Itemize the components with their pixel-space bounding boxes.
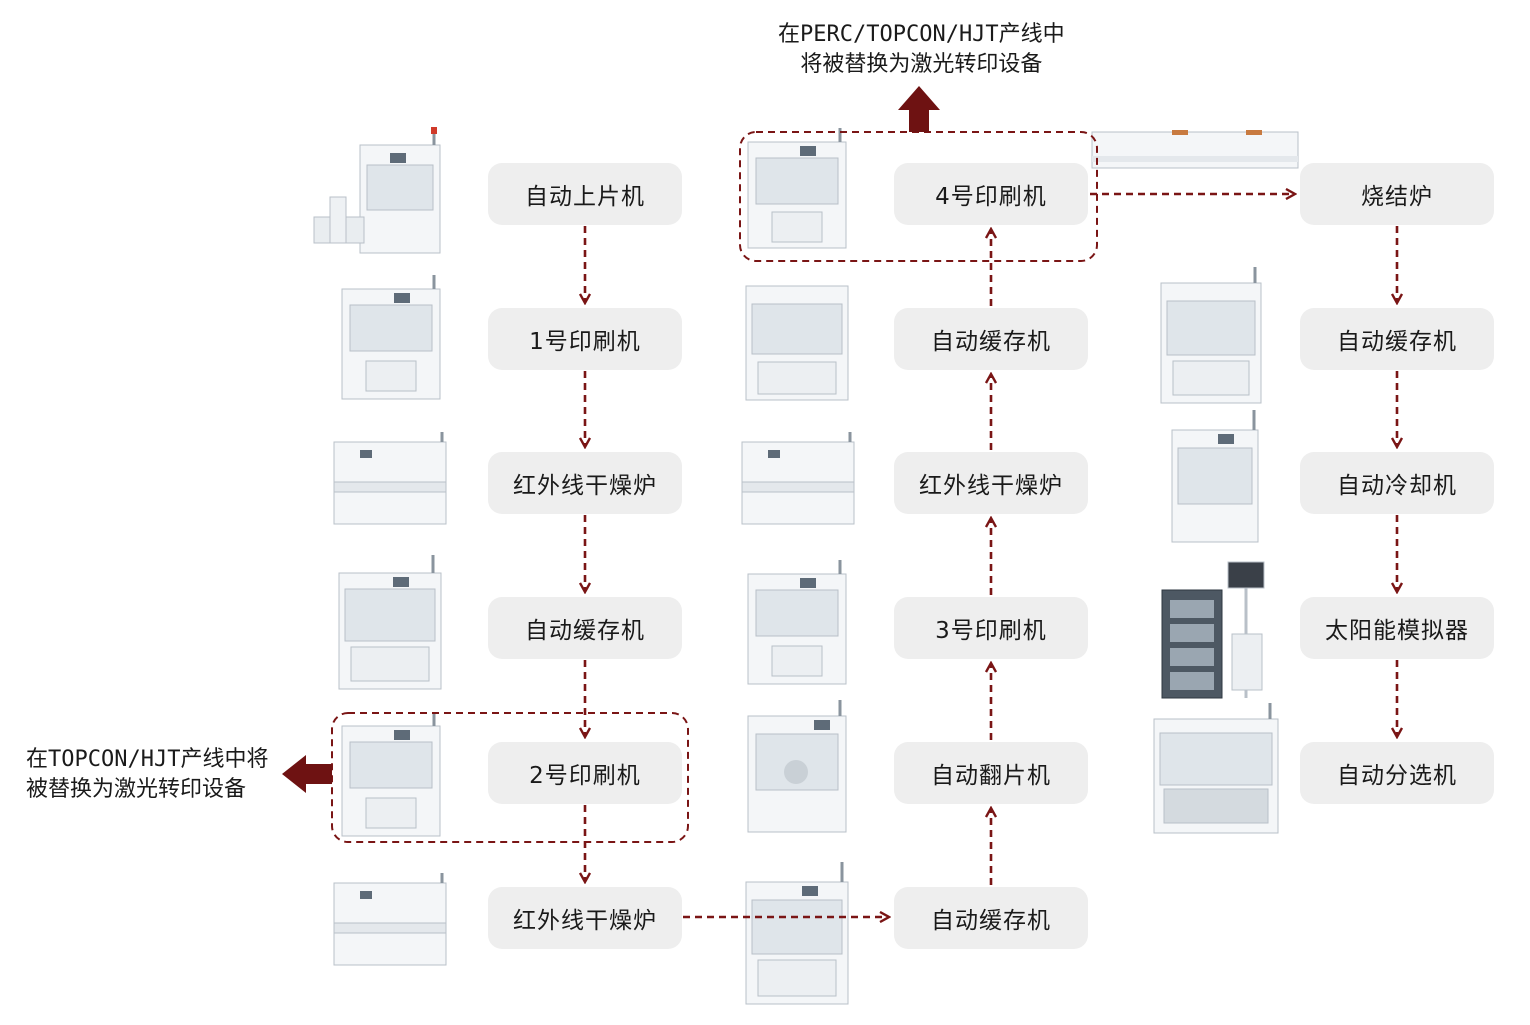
loader-machine-image: [313, 127, 441, 254]
left-note-line-1: 在TOPCON/HJT产线中将: [26, 747, 269, 772]
step-buffer-3: 自动缓存机: [894, 308, 1088, 370]
step-auto-flipper: 自动翻片机: [894, 742, 1088, 804]
step-ir-dryer-1: 红外线干燥炉: [488, 452, 682, 514]
buffer-4-machine-image: [1160, 267, 1262, 404]
top-note: 在PERC/TOPCON/HJT产线中 将被替换为激光转印设备: [778, 20, 1065, 80]
sorter-machine-image: [1153, 703, 1279, 834]
step-buffer-1: 自动缓存机: [488, 597, 682, 659]
sintering-furnace-machine-image: [1091, 130, 1299, 169]
cooler-machine-image: [1171, 410, 1259, 543]
printer2-highlight-frame: [331, 712, 689, 843]
step-printer-2: 2号印刷机: [488, 742, 682, 804]
buffer-2-machine-image: [745, 862, 849, 1005]
printer-2-machine-image: [341, 712, 441, 837]
step-auto-loader: 自动上片机: [488, 163, 682, 225]
printer-1-machine-image: [341, 275, 441, 400]
ir-dryer-1-machine-image: [333, 432, 447, 525]
left-note-line-2: 被替换为激光转印设备: [26, 777, 247, 802]
left-block-arrow-icon: [282, 755, 332, 793]
buffer-3-machine-image: [745, 285, 849, 401]
step-solar-simulator: 太阳能模拟器: [1300, 597, 1494, 659]
step-buffer-4: 自动缓存机: [1300, 308, 1494, 370]
ir-dryer-2-machine-image: [333, 873, 447, 966]
buffer-1-machine-image: [338, 555, 442, 690]
left-note: 在TOPCON/HJT产线中将 被替换为激光转印设备: [26, 745, 268, 805]
step-ir-dryer-2: 红外线干燥炉: [488, 887, 682, 949]
step-auto-cooler: 自动冷却机: [1300, 452, 1494, 514]
printer-3-machine-image: [747, 560, 847, 685]
flipper-machine-image: [747, 700, 847, 833]
top-note-line-2: 将被替换为激光转印设备: [800, 52, 1043, 77]
ir-dryer-3-machine-image: [741, 432, 855, 525]
solar-simulator-machine-image: [1161, 561, 1265, 699]
step-ir-dryer-3: 红外线干燥炉: [894, 452, 1088, 514]
step-printer-4: 4号印刷机: [894, 163, 1088, 225]
step-auto-sorter: 自动分选机: [1300, 742, 1494, 804]
up-block-arrow-icon: [898, 86, 940, 132]
printer4-highlight-frame: [739, 131, 1098, 262]
printer-4-machine-image: [747, 128, 847, 249]
step-printer-1: 1号印刷机: [488, 308, 682, 370]
step-sintering-furnace: 烧结炉: [1300, 163, 1494, 225]
step-buffer-2: 自动缓存机: [894, 887, 1088, 949]
top-note-line-1: 在PERC/TOPCON/HJT产线中: [778, 22, 1065, 47]
step-printer-3: 3号印刷机: [894, 597, 1088, 659]
